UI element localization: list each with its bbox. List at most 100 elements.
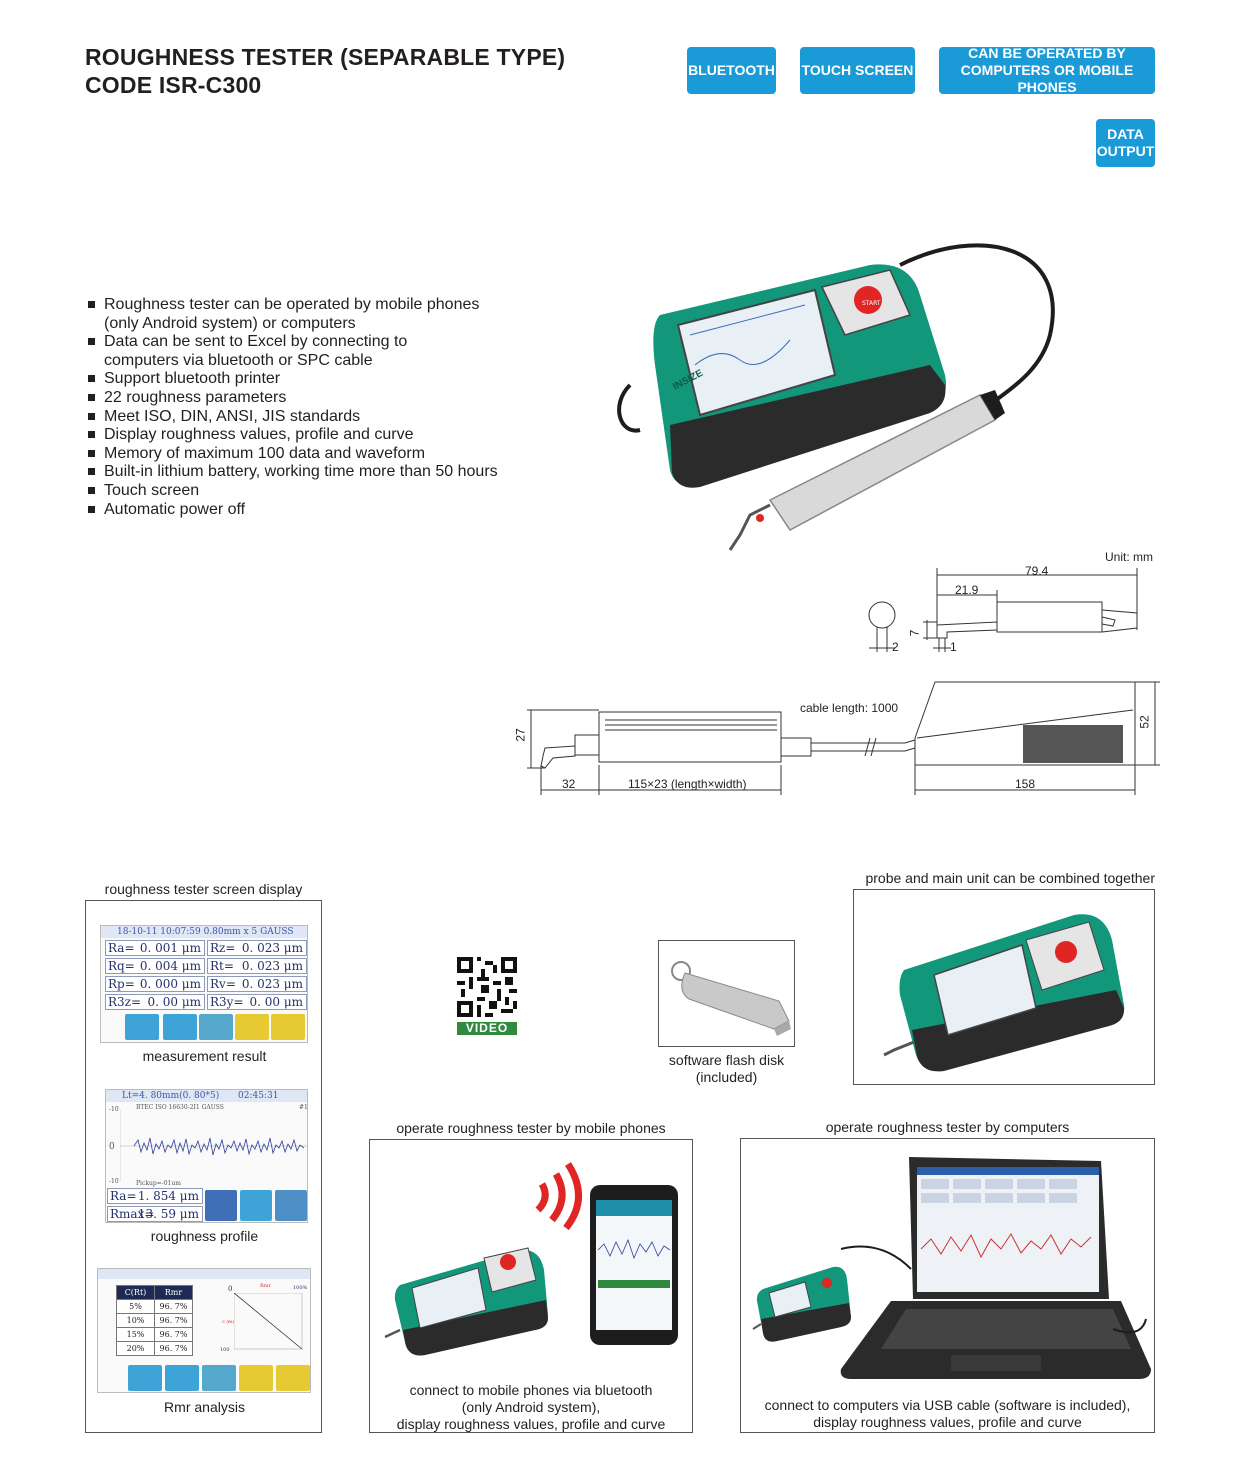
feature-item: Meet ISO, DIN, ANSI, JIS standards <box>85 408 545 427</box>
rmr-curve <box>234 1293 303 1350</box>
mobile-caption: connect to mobile phones via bluetooth (… <box>396 1382 666 1432</box>
profile-icon <box>239 1365 273 1391</box>
profile-screen: Lt=4. 80mm(0. 80*5) 02:45:31 BTEC ISO 166… <box>105 1089 308 1223</box>
measurement-screen: 18-10-11 10:07:59 0.80mm x 5 GAUSS Ra=0.… <box>100 925 308 1043</box>
table-row: 15%96. 7% <box>116 1327 193 1342</box>
table-row: 5%96. 7% <box>116 1299 193 1314</box>
rmr-axis-100: 100% <box>293 1285 308 1291</box>
title-line-1: ROUGHNESS TESTER (SEPARABLE TYPE) <box>85 44 566 70</box>
print-icon <box>240 1190 272 1221</box>
combined-unit-box <box>853 889 1155 1085</box>
settings-icon <box>275 1190 307 1221</box>
profile-y-bot: -10 <box>109 1178 119 1185</box>
rmr-axis-0: 0 <box>228 1285 233 1293</box>
home-icon <box>271 1014 305 1040</box>
data-output-badge: DATA OUTPUT <box>1096 119 1155 167</box>
title-line-2: CODE ISR-C300 <box>85 72 262 98</box>
profile-standard: BTEC ISO 16630-2I1 GAUSS <box>136 1104 224 1111</box>
feature-item: Data can be sent to Excel by connecting … <box>85 333 545 352</box>
page-title: ROUGHNESS TESTER (SEPARABLE TYPE) CODE I… <box>85 43 565 99</box>
feature-list: Roughness tester can be operated by mobi… <box>85 296 545 519</box>
video-qr-code[interactable]: VIDEO <box>457 957 517 1035</box>
home-icon <box>276 1365 310 1391</box>
rmr-caption: Rmr analysis <box>164 1399 245 1415</box>
mobile-title: operate roughness tester by mobile phone… <box>396 1120 666 1136</box>
profile-pickup: Pickup=-01um <box>136 1180 181 1187</box>
param-cell: Ra=0. 001 μm <box>105 940 205 956</box>
computer-box: connect to computers via USB cable (soft… <box>740 1138 1155 1433</box>
feature-item: Roughness tester can be operated by mobi… <box>85 296 545 315</box>
curve-icon <box>199 1014 233 1040</box>
measurement-caption: measurement result <box>142 1048 267 1064</box>
feature-item-continued: (only Android system) or computers <box>104 314 356 332</box>
profile-page: #1 <box>299 1104 308 1111</box>
param-cell: Rp=0. 000 μm <box>105 976 205 992</box>
screen-display-panel: 18-10-11 10:07:59 0.80mm x 5 GAUSS Ra=0.… <box>85 900 322 1433</box>
feature-item: Touch screen <box>85 482 545 501</box>
dim-21-9: 21.9 <box>955 583 979 597</box>
qr-code-icon <box>457 957 517 1017</box>
video-label: VIDEO <box>457 1022 517 1035</box>
computer-caption: connect to computers via USB cable (soft… <box>764 1397 1131 1430</box>
flash-disk-caption: software flash disk (included) <box>668 1052 785 1085</box>
rmr-axis-c: C (Rt) <box>222 1319 235 1324</box>
feature-item: Memory of maximum 100 data and waveform <box>85 445 545 464</box>
screen-display-caption: roughness tester screen display <box>104 881 303 897</box>
save-icon <box>205 1190 237 1221</box>
dim-79-4: 79.4 <box>1025 564 1049 578</box>
param-cell: Rq=0. 004 μm <box>105 958 205 974</box>
feature-item-continued: computers via bluetooth or SPC cable <box>104 351 373 369</box>
unit-label: Unit: mm <box>1105 550 1153 564</box>
profile-icon <box>235 1014 269 1040</box>
device-screen <box>676 288 837 417</box>
computer-title: operate roughness tester by computers <box>825 1119 1070 1135</box>
param-cell: Rv=0. 023 μm <box>207 976 307 992</box>
data-icon <box>163 1014 197 1040</box>
rmax-cell: Rmax=13. 59 μm <box>107 1206 203 1222</box>
dim-1: 1 <box>950 640 957 654</box>
mobile-box: connect to mobile phones via bluetooth (… <box>369 1139 693 1433</box>
start-button-icon <box>854 286 882 314</box>
ra-cell: Ra=1. 854 μm <box>107 1188 203 1204</box>
cable-length-label: cable length: 1000 <box>800 701 899 715</box>
combined-caption: probe and main unit can be combined toge… <box>865 870 1155 886</box>
svg-text:START: START <box>862 300 881 307</box>
rmr-screen: C(Rt)Rmr 5%96. 7% 10%96. 7% 15%96. 7% 20… <box>97 1268 311 1393</box>
dim-7: 7 <box>907 629 922 637</box>
dim-32: 32 <box>562 777 576 791</box>
computer-illustration <box>752 1157 1151 1379</box>
data-icon <box>165 1365 199 1391</box>
rmr-axis-label: Rmr <box>260 1283 271 1289</box>
mobile-illustration <box>384 1162 678 1356</box>
measurement-header: 18-10-11 10:07:59 0.80mm x 5 GAUSS <box>101 926 307 938</box>
combined-unit-image <box>883 914 1125 1072</box>
dim-52: 52 <box>1137 715 1152 729</box>
print-icon <box>125 1014 159 1040</box>
profile-y-top: -10 <box>109 1106 119 1113</box>
param-cell: Rz=0. 023 μm <box>207 940 307 956</box>
profile-time: 02:45:31 <box>238 1091 279 1101</box>
param-cell: R3y=0. 00 μm <box>207 994 307 1010</box>
dim-158: 158 <box>1015 777 1036 791</box>
flash-disk-box <box>658 940 795 1047</box>
feature-item: Built-in lithium battery, working time m… <box>85 463 545 482</box>
param-cell: Rt=0. 023 μm <box>207 958 307 974</box>
dim-115: 115×23 (length×width) <box>628 777 747 791</box>
feature-item: 22 roughness parameters <box>85 389 545 408</box>
dimension-drawing <box>527 568 1160 795</box>
profile-header: Lt=4. 80mm(0. 80*5) <box>122 1091 220 1101</box>
flash-disk-image <box>671 961 791 1036</box>
profile-y-mid: 0 <box>109 1142 115 1152</box>
feature-item: Automatic power off <box>85 501 545 520</box>
feature-item: Display roughness values, profile and cu… <box>85 426 545 445</box>
table-row: 10%96. 7% <box>116 1313 193 1328</box>
bluetooth-badge: BLUETOOTH <box>687 47 776 94</box>
rmr-axis-100b: 100 <box>220 1347 230 1353</box>
product-illustration: START INSIZE <box>617 243 1055 551</box>
profile-wave <box>120 1110 308 1182</box>
computers-phones-badge: CAN BE OPERATED BY COMPUTERS OR MOBILE P… <box>939 45 1155 95</box>
table-row: 20%96. 7% <box>116 1341 193 1356</box>
profile-caption: roughness profile <box>150 1228 259 1244</box>
param-cell: R3z=0. 00 μm <box>105 994 205 1010</box>
feature-item: Support bluetooth printer <box>85 370 545 389</box>
